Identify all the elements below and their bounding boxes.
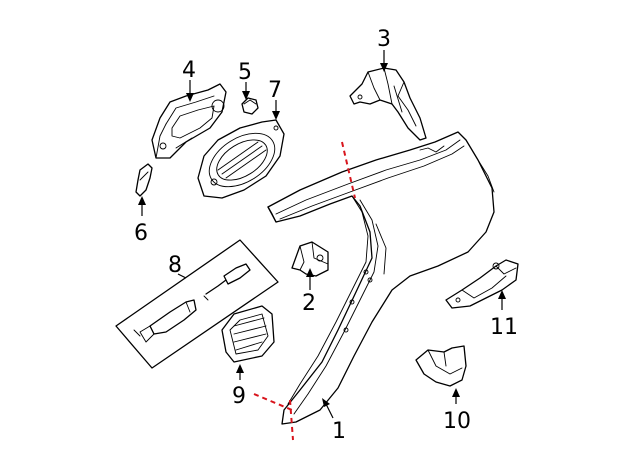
lower-cut-line-horizontal: [253, 393, 293, 411]
callout-10: 10: [443, 409, 471, 434]
callout-3: 3: [377, 27, 391, 52]
tool-kit-part-8: [115, 239, 279, 369]
callout-labels: 1 2 3 4 5 6 7 8 9 10 11: [134, 27, 518, 444]
mud-flap-part-10: [415, 345, 467, 387]
callout-2: 2: [302, 291, 316, 316]
bracket-part-11: [445, 259, 519, 309]
leaders: [138, 50, 506, 419]
lower-cut-line-vertical: [289, 399, 294, 441]
clip-part-6: [135, 163, 153, 197]
callout-4: 4: [182, 58, 196, 83]
vent-part-9: [221, 305, 275, 363]
bracket-part-2: [291, 241, 329, 277]
callout-5: 5: [238, 60, 252, 85]
fuel-door-housing-part-4: [151, 83, 227, 159]
fuel-door-part-7: [197, 119, 285, 199]
callout-9: 9: [232, 384, 246, 409]
callout-7: 7: [268, 78, 282, 103]
cut-lines: [253, 141, 356, 441]
upper-bracket-part-3: [349, 67, 427, 141]
callout-8: 8: [168, 253, 182, 278]
callout-6: 6: [134, 221, 148, 246]
quarter-panel-part-1: [267, 131, 495, 425]
plug-part-5: [241, 97, 259, 115]
callout-1: 1: [332, 419, 346, 444]
callout-11: 11: [490, 315, 518, 340]
upper-cut-line: [341, 141, 356, 199]
